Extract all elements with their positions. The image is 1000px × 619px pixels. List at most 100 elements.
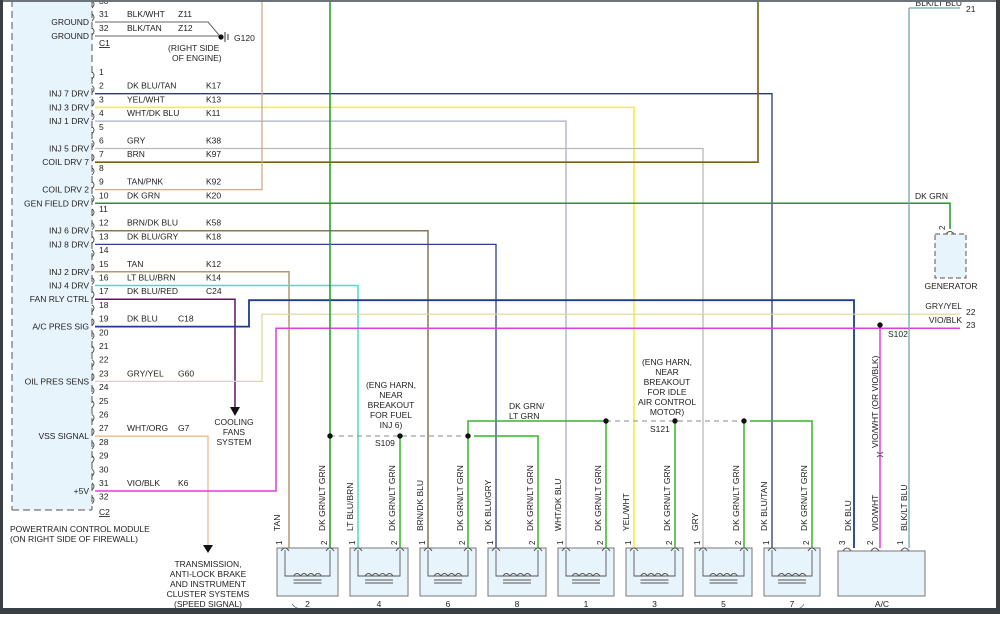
generator: 2 GENERATOR [924,225,977,291]
s121-note-line: NEAR [655,367,679,377]
coil-icon [640,573,669,577]
pin-terminal-icon [561,547,571,552]
wire-blk-lt-blu [908,7,960,548]
pin-terminal-icon [767,547,777,552]
splice-s121-note: (ENG HARN, NEAR BREAKOUT FOR IDLE AIR CO… [638,357,696,434]
pin-bracket-icon [91,331,95,340]
pin-bracket-icon [91,496,95,505]
injector-pin-number: 2 [390,540,399,545]
s109-note-line: INJ 6) [380,420,403,430]
pin-function-label: GROUND [51,31,89,41]
trans-line1: TRANSMISSION, [174,559,241,569]
injector-number-label: 2 [305,599,310,609]
circuit-id-label: K58 [206,218,221,228]
s109-note-line: FOR FUEL [370,410,412,420]
dk-grn-label: DK GRN [915,191,948,201]
wire-color-label: GRY/YEL [127,368,164,378]
trans-line4: CLUSTER SYSTEMS [167,589,250,599]
wire-color-label: BRN/DK BLU [127,218,178,228]
frame-right-edge [996,0,1000,614]
pin-number: 20 [99,327,109,337]
circuit-id-label: K14 [206,273,221,283]
injector-pin-number: 2 [734,540,743,545]
splice-dot [877,322,883,328]
pin-bracket-icon [91,482,95,491]
pin-function-label: COIL DRV 7 [42,157,89,167]
circuit-id-label: C24 [206,286,222,296]
arrow-down-icon [230,407,240,416]
generator-pin-arc [945,231,955,235]
pin-terminal-icon [807,547,817,552]
s109-note-line: NEAR [379,390,403,400]
pin-terminal-icon [533,547,543,552]
splice-dot [465,433,471,439]
pin-bracket-icon [91,249,95,258]
pin-number: 26 [99,410,109,420]
ground-note-line2: OF ENGINE) [172,53,222,63]
pin-function-label: GROUND [51,17,89,27]
injector-pin-number: 1 [624,540,633,545]
pin-number: 22 [99,355,109,365]
coil-icon [364,573,394,577]
pin-bracket-icon [91,181,95,189]
pin-number: 23 [99,368,109,378]
pin-number: 24 [99,382,109,392]
pcm-title-line2: (ON RIGHT SIDE OF FIREWALL) [10,534,138,544]
pin-bracket-icon [91,140,95,148]
pin-number: 18 [99,300,109,310]
wire-wht-dk-blu [95,120,567,548]
feed-label-line2: LT GRN [509,411,539,421]
pin-terminal-icon [280,547,290,552]
pin-number: 25 [99,396,109,406]
wire-color-label: BLK/WHT [127,9,165,19]
pcm-pin-row: 22 [91,355,109,368]
injector-pin2-wire-label: DK GRN/LT GRN [593,465,603,531]
coil-icon [571,573,601,577]
injector-pin1-wire-label: BRN/DK BLU [415,480,425,531]
injector-pin2-wire-label: DK GRN/LT GRN [525,465,535,531]
wire-tan [95,271,290,548]
cooling-line2: FANS [223,427,246,437]
s121-note-line: (ENG HARN, [642,357,692,367]
frame-top-edge [0,0,1000,2]
right-side-labels: BLK/LT BLU 21 DK GRN GRY/YEL 22 VIO/BLK … [888,0,976,339]
pin-number: 12 [99,218,109,228]
wire-color-label: LT BLU/BRN [127,273,175,283]
pin-bracket-icon [91,208,95,217]
injector-body [557,547,615,597]
pin-terminal-icon [670,547,680,552]
pin-number: 21 [99,341,109,351]
wire-color-label: DK BLU/GRY [127,231,179,241]
wire-gry-yel [95,313,960,382]
ground-g120: G120 (RIGHT SIDE OF ENGINE) [168,32,255,63]
ac-pin2-wire-label: VIO/WHT [870,495,880,531]
wire-brn [95,0,759,163]
frame-bottom-bar [0,608,1000,614]
injector-pin-number: 1 [348,540,357,545]
circuit-id-label: G7 [178,423,190,433]
pcm-pin-row: 20 [91,327,109,340]
inline-connector-icon [876,451,884,458]
wire-tan-pnk [95,0,263,191]
circuit-id-label: K97 [206,149,221,159]
feed-label-line1: DK GRN/ [509,401,545,411]
pin-function-label: FAN RLY CTRL [30,294,89,304]
ground-junction-dot [218,34,224,40]
pin-function-label: COIL DRV 2 [42,185,89,195]
pcm-pin-row: 24 [91,382,109,395]
pin-number: 10 [99,190,109,200]
wire-dk-blu-red [95,298,236,407]
